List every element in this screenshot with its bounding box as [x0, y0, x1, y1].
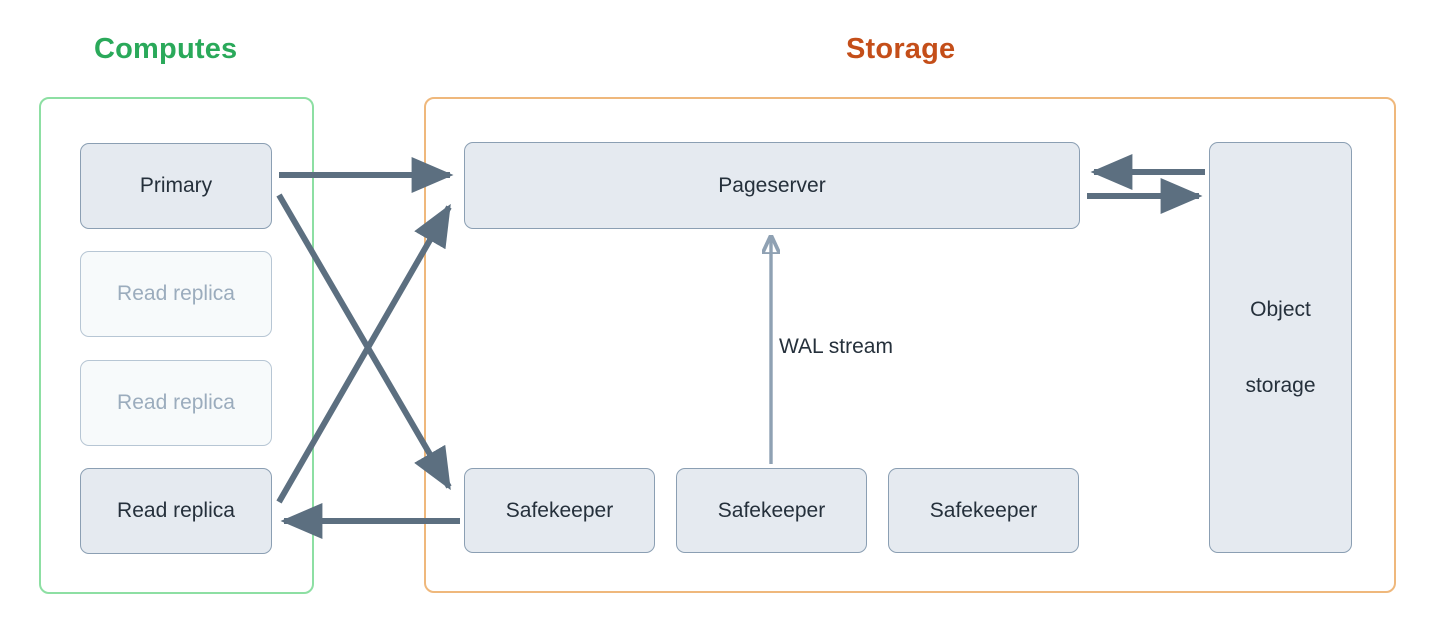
node-safekeeper-2[interactable]: Safekeeper [676, 468, 867, 553]
node-safekeeper-1-label: Safekeeper [505, 498, 614, 522]
node-read-replica-3[interactable]: Read replica [80, 468, 272, 554]
node-object-storage-label-line-1: Object [1250, 298, 1311, 322]
node-read-replica-2[interactable]: Read replica [80, 360, 272, 446]
node-object-storage[interactable]: Object storage [1209, 142, 1352, 553]
edge-label-wal-stream: WAL stream [779, 335, 893, 358]
node-read-replica-1-label: Read replica [117, 282, 235, 306]
computes-group-container [39, 97, 314, 594]
edge-replica-to-pageserver [276, 203, 452, 504]
storage-group-container [424, 97, 1396, 593]
storage-group-title: Storage [846, 33, 956, 65]
node-pageserver[interactable]: Pageserver [464, 142, 1080, 229]
node-safekeeper-3-label: Safekeeper [929, 498, 1038, 522]
edge-primary-to-safekeeper [276, 193, 452, 491]
node-read-replica-3-label: Read replica [117, 499, 235, 523]
computes-group-title: Computes [94, 33, 238, 65]
node-safekeeper-3[interactable]: Safekeeper [888, 468, 1079, 553]
node-read-replica-1[interactable]: Read replica [80, 251, 272, 337]
node-safekeeper-1[interactable]: Safekeeper [464, 468, 655, 553]
node-primary-label: Primary [139, 174, 213, 198]
node-read-replica-2-label: Read replica [117, 391, 235, 415]
node-object-storage-label-line-2: storage [1245, 373, 1316, 397]
node-safekeeper-2-label: Safekeeper [717, 498, 826, 522]
node-primary[interactable]: Primary [80, 143, 272, 229]
node-pageserver-label: Pageserver [718, 173, 826, 197]
